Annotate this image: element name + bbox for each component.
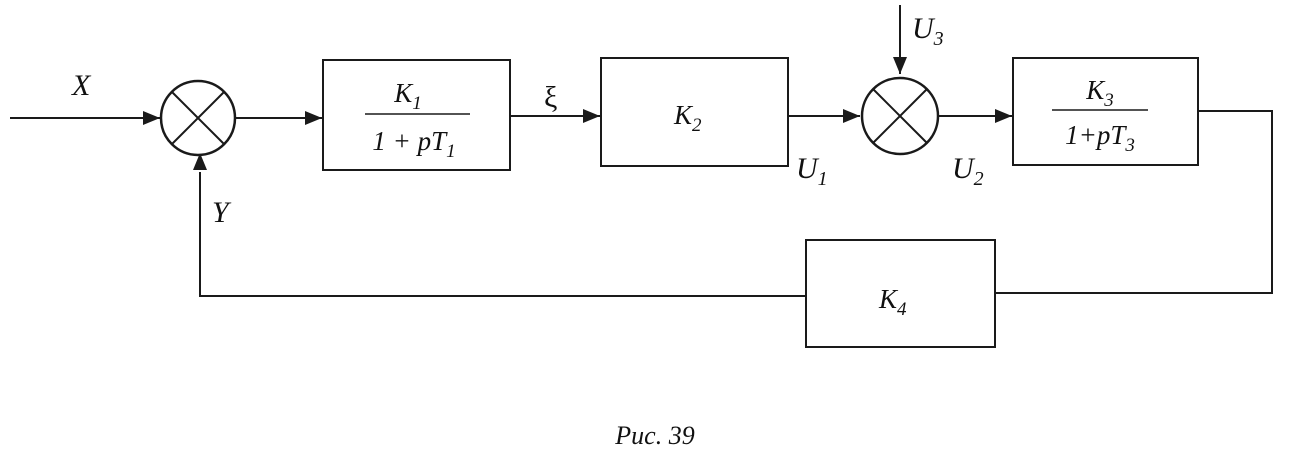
block-k2-label: K2: [673, 100, 702, 136]
block-k1-numerator: K1: [393, 78, 422, 114]
block-k3-denominator: 1+pT3: [1065, 120, 1135, 156]
block-k1-denominator: 1 + pT1: [372, 126, 455, 162]
signal-u3-label: U3: [912, 12, 944, 50]
block-k3: K3 1+pT3: [1012, 57, 1199, 166]
signal-xi-label: ξ: [544, 81, 557, 114]
arrowhead-icon: [305, 111, 322, 125]
figure-caption: Рис. 39: [614, 421, 694, 450]
output-line: [995, 110, 1273, 294]
block-k4-label: K4: [878, 284, 907, 320]
block-k2: K2: [600, 57, 789, 167]
signal-y-label: Y: [212, 196, 232, 229]
arrowhead-icon: [995, 109, 1012, 123]
feedback-line: [199, 172, 806, 297]
summing-junction-2: [860, 76, 940, 156]
arrowhead-icon: [193, 153, 207, 170]
arrowhead-icon: [893, 57, 907, 74]
block-k4: K4: [805, 239, 996, 348]
signal-x-label: X: [71, 69, 92, 102]
signal-u2-label: U2: [952, 152, 984, 190]
block-k1: K1 1 + pT1: [322, 59, 511, 171]
arrowhead-icon: [143, 111, 160, 125]
summing-junction-1: [159, 79, 237, 157]
arrowhead-icon: [583, 109, 600, 123]
arrowhead-icon: [843, 109, 860, 123]
block-k3-numerator: K3: [1085, 75, 1114, 111]
signal-u1-label: U1: [796, 152, 828, 190]
